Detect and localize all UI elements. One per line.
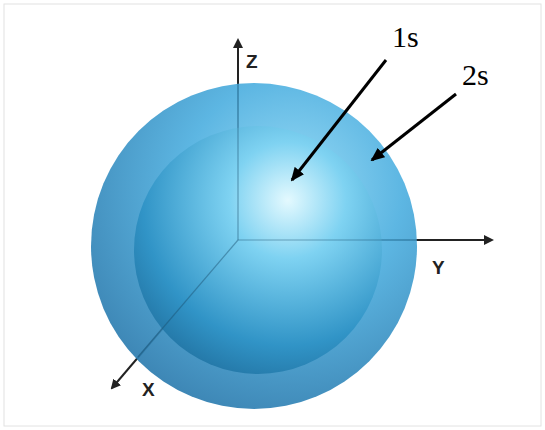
z-axis-inside <box>237 84 238 240</box>
leader-arrow <box>292 60 386 180</box>
axis-label: Y <box>432 258 445 277</box>
orbital-label: 2s <box>462 60 489 90</box>
2s-sphere <box>91 83 417 409</box>
axis-label: X <box>142 380 155 399</box>
x-axis-inside <box>138 240 238 357</box>
image-frame <box>4 4 541 426</box>
1s-sphere <box>134 126 382 374</box>
orbital-label: 1s <box>392 22 419 52</box>
axis-label: Z <box>246 52 258 71</box>
leader-arrow <box>372 94 456 160</box>
y-axis-inside <box>238 239 416 240</box>
